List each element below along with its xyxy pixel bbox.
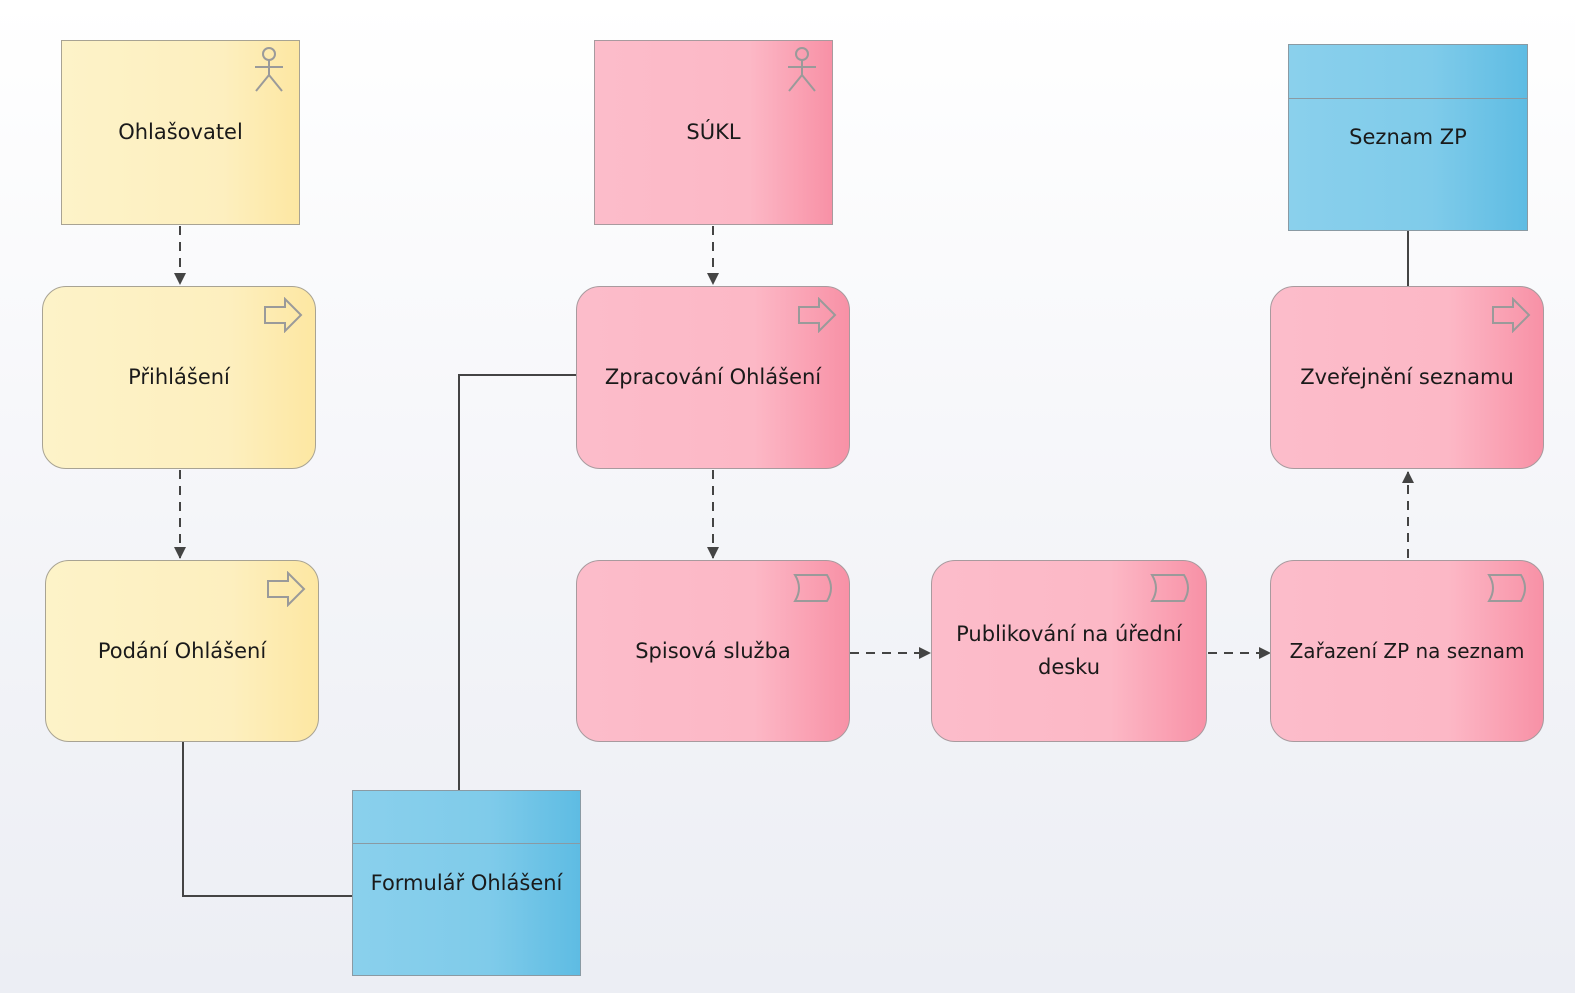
process-zpracovani-ohlaseni-label: Zpracování Ohlášení	[604, 365, 822, 390]
association-formular-zpracovani[interactable]	[458, 374, 576, 790]
process-podani-ohlaseni-label: Podání Ohlášení	[97, 638, 267, 663]
data-object-formular-ohlaseni-label: Formulář Ohlášení	[370, 870, 563, 895]
actor-sukl[interactable]: SÚKL	[594, 40, 833, 225]
actor-ohlasovatel-label: Ohlašovatel	[118, 120, 243, 145]
event-spisova-sluzba-label: Spisová služba	[635, 638, 791, 663]
process-arrow-icon	[263, 297, 303, 333]
event-publikovani-na-uredni-desku[interactable]: Publikování na úřední desku	[931, 560, 1207, 742]
actor-sukl-label: SÚKL	[686, 120, 741, 145]
event-icon	[793, 573, 837, 603]
actor-icon	[251, 45, 287, 93]
event-publikovani-label: Publikování na úřední desku	[956, 622, 1182, 679]
actor-ohlasovatel[interactable]: Ohlašovatel	[61, 40, 300, 225]
data-object-header-line	[353, 843, 580, 844]
data-object-seznam-zp[interactable]: Seznam ZP	[1288, 44, 1528, 231]
event-icon	[1487, 573, 1531, 603]
process-arrow-icon	[1491, 297, 1531, 333]
association-podani-formular[interactable]	[182, 742, 352, 897]
process-prihlaseni-label: Přihlášení	[128, 365, 230, 390]
data-object-formular-ohlaseni[interactable]: Formulář Ohlášení	[352, 790, 581, 976]
actor-icon	[784, 45, 820, 93]
process-zverejneni-seznamu-label: Zveřejnění seznamu	[1300, 365, 1514, 390]
process-podani-ohlaseni[interactable]: Podání Ohlášení	[45, 560, 319, 742]
event-spisova-sluzba[interactable]: Spisová služba	[576, 560, 850, 742]
data-object-header-line	[1289, 98, 1527, 99]
process-arrow-icon	[266, 571, 306, 607]
data-object-seznam-zp-label: Seznam ZP	[1349, 125, 1467, 150]
event-zarazeni-zp-na-seznam[interactable]: Zařazení ZP na seznam	[1270, 560, 1544, 742]
event-icon	[1150, 573, 1194, 603]
event-zarazeni-label: Zařazení ZP na seznam	[1289, 638, 1525, 663]
process-arrow-icon	[797, 297, 837, 333]
process-zverejneni-seznamu[interactable]: Zveřejnění seznamu	[1270, 286, 1544, 469]
process-zpracovani-ohlaseni[interactable]: Zpracování Ohlášení	[576, 286, 850, 469]
process-prihlaseni[interactable]: Přihlášení	[42, 286, 316, 469]
